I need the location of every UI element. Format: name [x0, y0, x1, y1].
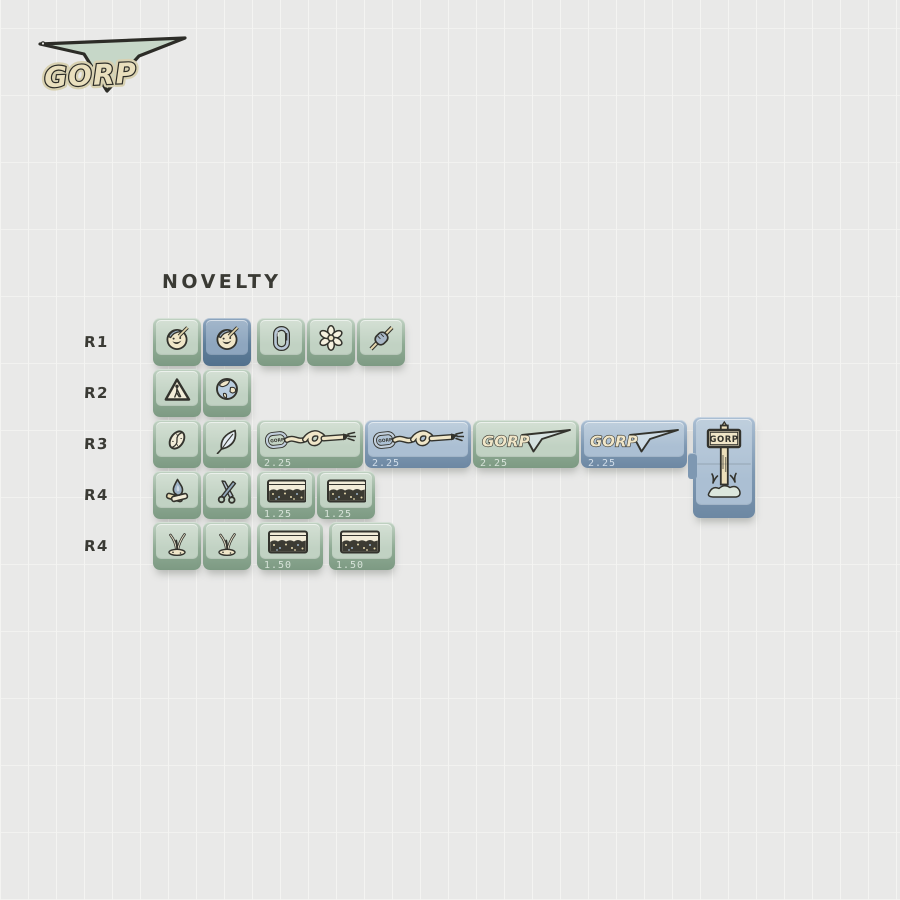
- rope-knot-icon: GORP: [264, 427, 356, 453]
- keycap-top-face: [156, 320, 198, 355]
- keycap-top-face: [320, 473, 372, 508]
- keycap-trail-mix-bag: 1.25: [257, 471, 315, 520]
- svg-text:GORP: GORP: [482, 432, 530, 450]
- trail-mix-bowl-icon: [213, 324, 241, 352]
- keycap-top-face: GORP: [696, 419, 752, 505]
- keycap-trail-mix-bag: 1.25: [317, 471, 375, 520]
- keycap-top-face: GORP: [368, 422, 468, 457]
- keycap-top-face: GORP: [476, 422, 576, 457]
- row-label: R4: [83, 486, 110, 504]
- earth-icon: [213, 375, 241, 403]
- keycap-trail-mix-bag: 1.50: [329, 522, 395, 571]
- coffee-bean-icon: [163, 426, 191, 454]
- keycap-top-face: [260, 524, 320, 559]
- keycap-rope-knot: GORP 2.25: [365, 420, 471, 469]
- keycap-size-label: 1.50: [264, 560, 293, 571]
- keycap-top-face: [260, 473, 312, 508]
- gorp-swoosh-icon: GORP: [588, 427, 680, 453]
- keycap-top-face: [156, 524, 198, 559]
- logo-text: GORP: [43, 56, 137, 94]
- keycap-size-label: 2.25: [372, 458, 401, 469]
- keycap-marshmallow-skewer: [357, 318, 405, 366]
- row-label: R2: [83, 384, 110, 402]
- keycap-top-face: [260, 320, 302, 355]
- row-label: R1: [83, 333, 110, 351]
- grass-sprout-icon: [213, 528, 241, 556]
- trail-mix-bowl-icon: [163, 324, 191, 352]
- keycap-top-face: [206, 524, 248, 559]
- section-heading: NOVELTY: [161, 271, 282, 293]
- keycap-gorp-signpost: GORP: [688, 417, 755, 518]
- flower-icon: [317, 324, 345, 352]
- keycap-size-label: 2.25: [588, 458, 617, 469]
- svg-text:GORP: GORP: [378, 436, 393, 444]
- keycap-leaf: [203, 420, 251, 468]
- logo-grommet-icon: [40, 41, 46, 46]
- keycap-gorp-swoosh: GORP 2.25: [473, 420, 579, 469]
- svg-text:GORP: GORP: [710, 435, 739, 445]
- hiker-sign-icon: [163, 375, 191, 403]
- keycap-top-face: [206, 371, 248, 406]
- keycap-size-label: 2.25: [480, 458, 509, 469]
- keycap-coffee-bean: [153, 420, 201, 468]
- keycap-top-face: [206, 320, 248, 355]
- keycap-size-label: 1.50: [336, 560, 365, 571]
- gorp-logo: GORP GORP: [38, 36, 187, 98]
- keycap-profile-ridge: [697, 463, 751, 465]
- keycap-top-face: GORP: [584, 422, 684, 457]
- keycap-top-face: GORP: [260, 422, 360, 457]
- row-label: R3: [83, 435, 110, 453]
- keycap-size-label: 1.25: [264, 509, 293, 520]
- keycap-trail-mix-bowl: [203, 318, 251, 366]
- keycap-top-face: [156, 371, 198, 406]
- keycap-gorp-swoosh: GORP 2.25: [581, 420, 687, 469]
- keycap-step-ledge: [688, 453, 697, 479]
- trail-mix-bag-icon: [267, 529, 313, 555]
- keycap-size-label: 1.25: [324, 509, 353, 520]
- marshmallow-skewer-icon: [367, 324, 395, 352]
- trail-mix-bag-icon: [266, 478, 306, 504]
- keycap-multitool: [203, 471, 251, 519]
- keycap-trail-mix-bowl: [153, 318, 201, 366]
- keycap-carabiner: [257, 318, 305, 366]
- leaf-icon: [213, 426, 241, 454]
- keycap-earth: [203, 369, 251, 417]
- trail-mix-bag-icon: [339, 529, 385, 555]
- keycap-top-face: [332, 524, 392, 559]
- rope-knot-icon: GORP: [372, 427, 464, 453]
- multitool-icon: [213, 477, 241, 505]
- keycap-size-label: 2.25: [264, 458, 293, 469]
- trail-mix-bag-icon: [326, 478, 366, 504]
- keycap-top-face: [206, 473, 248, 508]
- keycap-trail-mix-bag: 1.50: [257, 522, 323, 571]
- row-label: R4: [83, 537, 110, 555]
- logo-swoosh-icon: [38, 36, 187, 93]
- keycap-campfire: [153, 471, 201, 519]
- svg-text:GORP: GORP: [590, 432, 638, 450]
- keycap-top-face: [156, 473, 198, 508]
- carabiner-icon: [267, 324, 295, 352]
- keycap-grass-sprout: [203, 522, 251, 570]
- keycap-top-face: [206, 422, 248, 457]
- campfire-icon: [163, 477, 191, 505]
- keycap-hiker-sign: [153, 369, 201, 417]
- keycap-top-face: [310, 320, 352, 355]
- keycap-top-face: [360, 320, 402, 355]
- keycap-top-face: [156, 422, 198, 457]
- keycap-flower: [307, 318, 355, 366]
- keycap-grass-sprout: [153, 522, 201, 570]
- gorp-signpost-icon: GORP: [703, 421, 745, 503]
- keycap-rope-knot: GORP 2.25: [257, 420, 363, 469]
- gorp-swoosh-icon: GORP: [480, 427, 572, 453]
- grass-sprout-icon: [163, 528, 191, 556]
- svg-text:GORP: GORP: [270, 436, 285, 444]
